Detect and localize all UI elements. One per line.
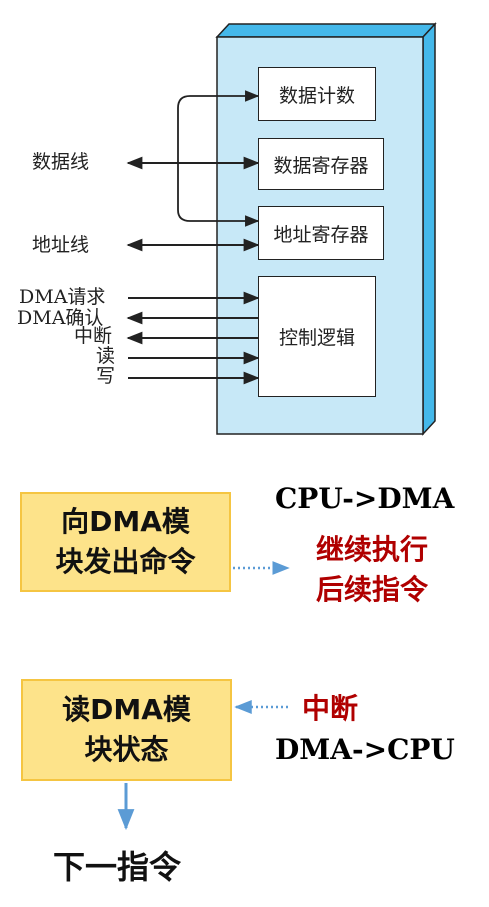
- interrupt-flow-label: 中断: [302, 692, 359, 725]
- dma-ack-label: DMA确认: [17, 307, 104, 329]
- send-command-box: 向DMA模 块发出命令: [20, 492, 231, 592]
- cpu-to-dma-label: CPU->DMA: [275, 482, 455, 515]
- data-counter-register: 数据计数: [258, 67, 376, 121]
- data-line-label: 数据线: [32, 151, 90, 173]
- data-register: 数据寄存器: [258, 138, 384, 190]
- interrupt-label: 中断: [74, 325, 113, 347]
- addr-line-label: 地址线: [32, 234, 90, 256]
- control-logic: 控制逻辑: [258, 276, 376, 397]
- read-status-line1: 读DMA模: [62, 693, 191, 726]
- data-bus-branch: [177, 90, 260, 163]
- write-label: 写: [96, 365, 116, 387]
- continue-line2: 后续指令: [315, 573, 428, 606]
- dma-to-cpu-label: DMA->CPU: [275, 733, 455, 766]
- send-command-line2: 块发出命令: [55, 545, 196, 578]
- address-register-label: 地址寄存器: [273, 223, 369, 246]
- read-status-box: 读DMA模 块状态: [21, 679, 232, 781]
- dma-request-label: DMA请求: [19, 286, 106, 308]
- continue-exec-text: 继续执行 后续指令: [292, 530, 452, 610]
- send-command-line1: 向DMA模: [61, 505, 190, 538]
- continue-line1: 继续执行: [315, 533, 428, 566]
- data-counter-label: 数据计数: [278, 84, 355, 107]
- read-status-line2: 块状态: [84, 733, 169, 766]
- data-bus-branch-lower: [177, 163, 260, 227]
- address-register: 地址寄存器: [258, 206, 384, 260]
- data-register-label: 数据寄存器: [273, 154, 369, 177]
- read-label: 读: [96, 345, 116, 367]
- control-logic-label: 控制逻辑: [278, 327, 355, 349]
- next-instruction-label: 下一指令: [53, 848, 182, 886]
